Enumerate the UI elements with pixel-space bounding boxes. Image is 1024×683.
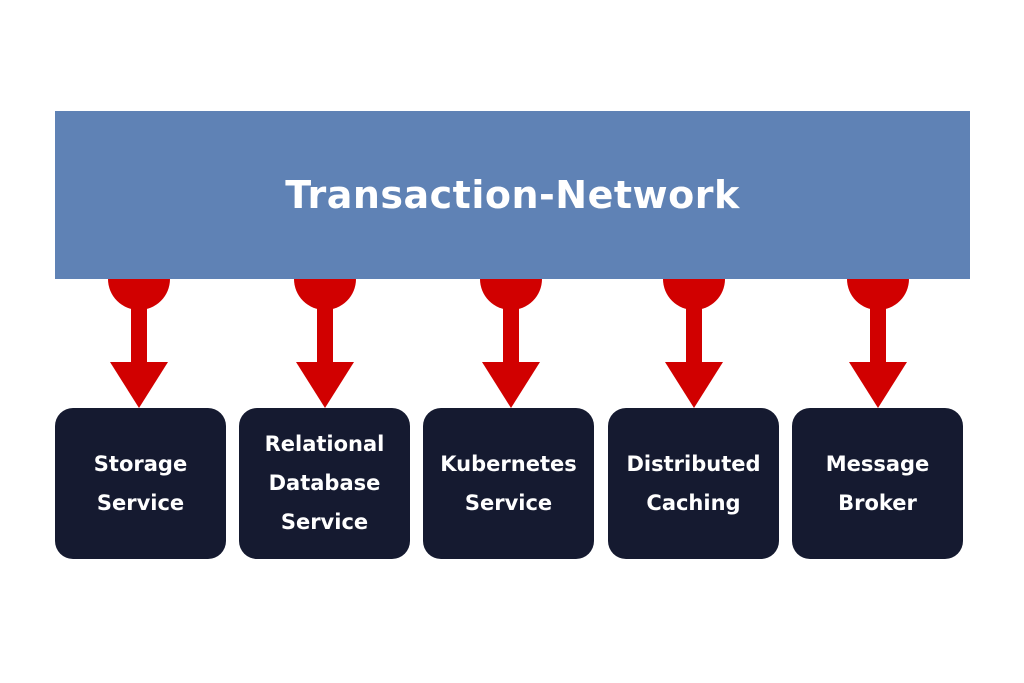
storage-service-box: Storage Service bbox=[55, 408, 226, 559]
arrow-storage-service bbox=[108, 279, 170, 408]
storage-service-label: Storage Service bbox=[93, 451, 188, 515]
distributed-caching-box: Distributed Caching bbox=[608, 408, 779, 559]
arrow-distributed-caching bbox=[663, 279, 725, 408]
kubernetes-service-box: Kubernetes Service bbox=[423, 408, 594, 559]
transaction-network-banner: Transaction-Network bbox=[55, 111, 970, 279]
kubernetes-service-label: Kubernetes Service bbox=[440, 451, 577, 515]
distributed-caching-label: Distributed Caching bbox=[626, 451, 761, 515]
arrow-kubernetes-service bbox=[480, 279, 542, 408]
network-title: Transaction-Network bbox=[285, 173, 740, 217]
message-broker-label: Message Broker bbox=[825, 451, 930, 515]
arrow-message-broker bbox=[847, 279, 909, 408]
relational-database-service-label: Relational Database Service bbox=[264, 432, 385, 534]
relational-database-service-box: Relational Database Service bbox=[239, 408, 410, 559]
message-broker-box: Message Broker bbox=[792, 408, 963, 559]
arrow-relational-database-service bbox=[294, 279, 356, 408]
